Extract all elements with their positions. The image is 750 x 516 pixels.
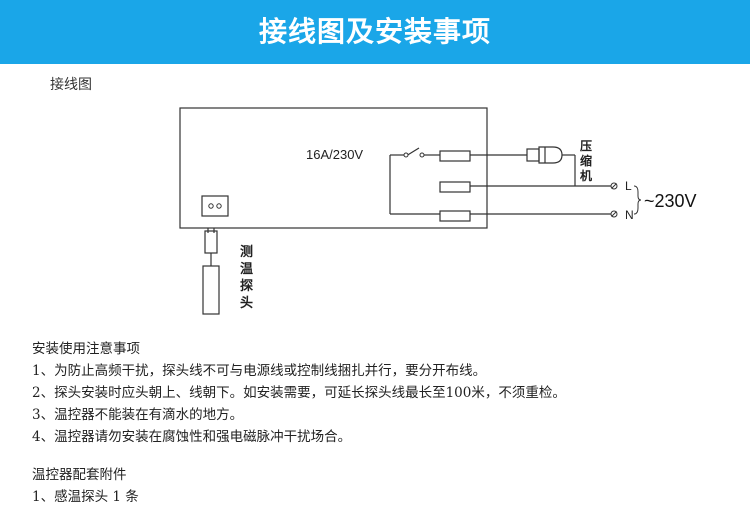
terminal-block-n <box>439 210 471 222</box>
probe-label-2: 温 <box>240 262 253 277</box>
header-banner <box>0 0 750 64</box>
compressor-label-1: 压 <box>580 139 592 153</box>
accessory-item: 1、感温探头 1 条 <box>32 489 139 505</box>
note-item: 4、温控器请勿安装在腐蚀性和强电磁脉冲干扰场合。 <box>32 429 352 445</box>
probe-socket <box>201 195 229 217</box>
compressor-label-2: 缩 <box>580 153 592 168</box>
probe-sensor <box>202 265 220 315</box>
probe-label-3: 探 <box>240 278 253 294</box>
terminal-n-label: N <box>625 208 634 222</box>
note-item: 2、探头安装时应头朝上、线朝下。如安装需要，可延长探头线最长至100米，不须重检… <box>32 385 566 401</box>
compressor-label-3: 机 <box>580 168 592 183</box>
accessories-title: 温控器配套附件 <box>32 467 127 483</box>
note-item: 1、为防止高频干扰，探头线不可与电源线或控制线捆扎并行，要分开布线。 <box>32 363 487 379</box>
probe-label-1: 测 <box>240 244 253 260</box>
controller-box <box>179 107 488 229</box>
rating-label: 16A/230V <box>306 147 363 162</box>
supply-voltage-label: ~230V <box>644 191 697 211</box>
wiring-diagram: 16A/230V 压 缩 机 L N ~230V 测 温 探 头 <box>179 107 697 315</box>
supply-brace <box>633 185 642 215</box>
probe-label-4: 头 <box>240 295 253 311</box>
probe-plug <box>204 230 218 254</box>
page-title: 接线图及安装事项 <box>258 15 491 48</box>
note-item: 3、温控器不能装在有滴水的地方。 <box>32 407 244 423</box>
terminal-block-relay <box>439 150 471 162</box>
terminal-l-label: L <box>625 179 632 193</box>
installation-notes: 安装使用注意事项 1、为防止高频干扰，探头线不可与电源线或控制线捆扎并行，要分开… <box>32 338 732 508</box>
compressor-icon <box>526 146 563 164</box>
notes-title: 安装使用注意事项 <box>32 341 140 357</box>
wiring-diagram-label: 接线图 <box>50 77 92 93</box>
terminal-block-l <box>439 181 471 193</box>
